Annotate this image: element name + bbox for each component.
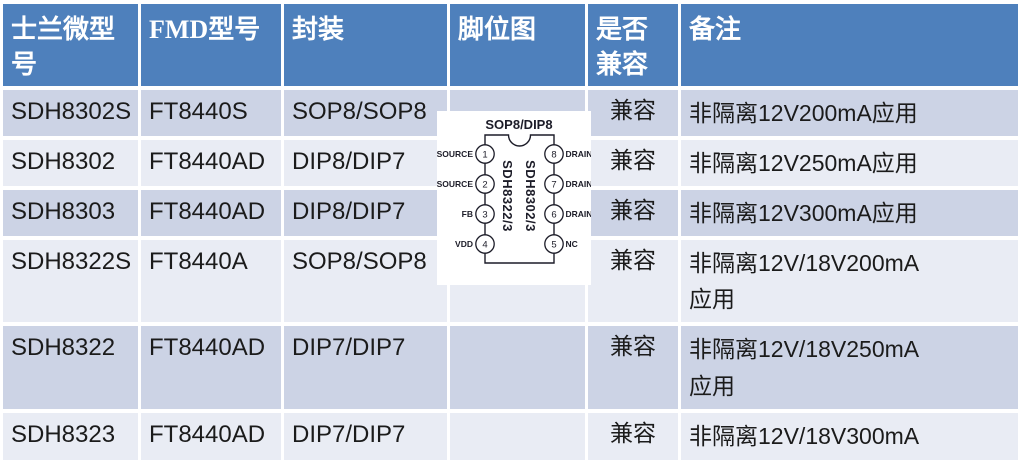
package: SOP8/SOP8 [284, 239, 447, 323]
pin-label: DRAIN [566, 209, 592, 219]
fmd-model: FT8440A [141, 239, 281, 323]
pin-number: 7 [551, 179, 556, 190]
chip-label-right: SDH8302/3 [523, 160, 538, 232]
remark: 非隔离12V/18V300mA应用 [681, 412, 1018, 460]
fmd-model: FT8440S [141, 90, 281, 136]
fmd-model: FT8440AD [141, 139, 281, 186]
pin-label: FB [462, 209, 473, 219]
silan-model: SDH8322S [3, 239, 138, 323]
package-title: SOP8/DIP8 [485, 117, 552, 132]
remark-text: 非隔离12V200mA应用 [689, 100, 918, 127]
pin-label: NC [566, 239, 578, 249]
silan-model: SDH8303 [3, 189, 138, 236]
table-row: SDH8322 FT8440AD DIP7/DIP7 兼容 非隔离12V/18V… [3, 326, 1018, 409]
silan-model: SDH8302 [3, 139, 138, 186]
col-header-package: 封装 [284, 4, 447, 87]
package: SOP8/SOP8 [284, 90, 447, 136]
table-row: SDH8323 FT8440AD DIP7/DIP7 兼容 非隔离12V/18V… [3, 412, 1018, 460]
remark: 非隔离12V300mA应用 [681, 189, 1018, 236]
pinout-diagram-svg: SOP8/DIP8 SDH8322/3 SDH8302/3 1 SOURCE 2… [437, 117, 592, 264]
package: DIP8/DIP7 [284, 139, 447, 186]
pin-circle [544, 234, 564, 254]
remark-text: 非隔离12V300mA应用 [689, 199, 918, 226]
pin-number: 5 [551, 239, 556, 250]
table-row: SDH8303 FT8440AD DIP8/DIP7 兼容 非隔离12V300m… [3, 189, 1018, 236]
col-header-pinout: 脚位图 [450, 4, 585, 87]
compatible-value: 兼容 [588, 239, 678, 323]
silan-model: SDH8322 [3, 326, 138, 409]
compatible-value: 兼容 [588, 139, 678, 186]
pin-circle [544, 144, 564, 164]
pinout-cell [450, 412, 585, 460]
remark: 非隔离12V/18V250mA应用 [681, 326, 1018, 409]
remark: 非隔离12V/18V200mA应用 [681, 239, 1018, 323]
pin-number: 4 [482, 239, 487, 250]
pin-label: DRAIN [566, 179, 592, 189]
pin-circle [475, 174, 495, 194]
pin-number: 6 [551, 209, 556, 220]
fmd-model: FT8440AD [141, 326, 281, 409]
compatible-value: 兼容 [588, 189, 678, 236]
pinout-cell [450, 326, 585, 409]
pin-circle [475, 204, 495, 224]
remark-text: 非隔离12V/18V200mA应用 [689, 249, 920, 313]
pin-number: 1 [482, 149, 487, 160]
pin-label: SOURCE [437, 149, 473, 159]
pin-number: 3 [482, 209, 487, 220]
pin-number: 2 [482, 179, 487, 190]
remark: 非隔离12V200mA应用 [681, 90, 1018, 136]
pin-circle [544, 204, 564, 224]
remark: 非隔离12V250mA应用 [681, 139, 1018, 186]
fmd-model: FT8440AD [141, 189, 281, 236]
pin-label: VDD [455, 239, 473, 249]
silan-model: SDH8323 [3, 412, 138, 460]
package: DIP8/DIP7 [284, 189, 447, 236]
ic-body [484, 134, 555, 264]
remark-text: 非隔离12V250mA应用 [689, 149, 918, 176]
col-header-fmd-model: FMD型号 [141, 4, 281, 87]
package: DIP7/DIP7 [284, 326, 447, 409]
header-row: 士兰微型号 FMD型号 封装 脚位图 是否兼容 备注 [3, 4, 1018, 87]
compatible-value: 兼容 [588, 412, 678, 460]
table-row: SDH8302S FT8440S SOP8/SOP8 兼容 非隔离12V200m… [3, 90, 1018, 136]
pin-circle [475, 234, 495, 254]
pin-label: DRAIN [566, 149, 592, 159]
fmd-model: FT8440AD [141, 412, 281, 460]
col-header-compatible: 是否兼容 [588, 4, 678, 87]
remark-text: 非隔离12V/18V300mA应用 [689, 422, 920, 460]
pin-number: 8 [551, 149, 556, 160]
silan-model: SDH8302S [3, 90, 138, 136]
compatible-value: 兼容 [588, 326, 678, 409]
chip-label-left: SDH8322/3 [500, 160, 515, 232]
pin-circle [544, 174, 564, 194]
pin-circle [475, 144, 495, 164]
pin-label: SOURCE [437, 179, 473, 189]
col-header-silan-model: 士兰微型号 [3, 4, 138, 87]
compatible-value: 兼容 [588, 90, 678, 136]
package: DIP7/DIP7 [284, 412, 447, 460]
col-header-remark: 备注 [681, 4, 1018, 87]
remark-text: 非隔离12V/18V250mA应用 [689, 336, 920, 399]
pin-diagram-image: SOP8/DIP8 SDH8322/3 SDH8302/3 1 SOURCE 2… [437, 111, 592, 285]
